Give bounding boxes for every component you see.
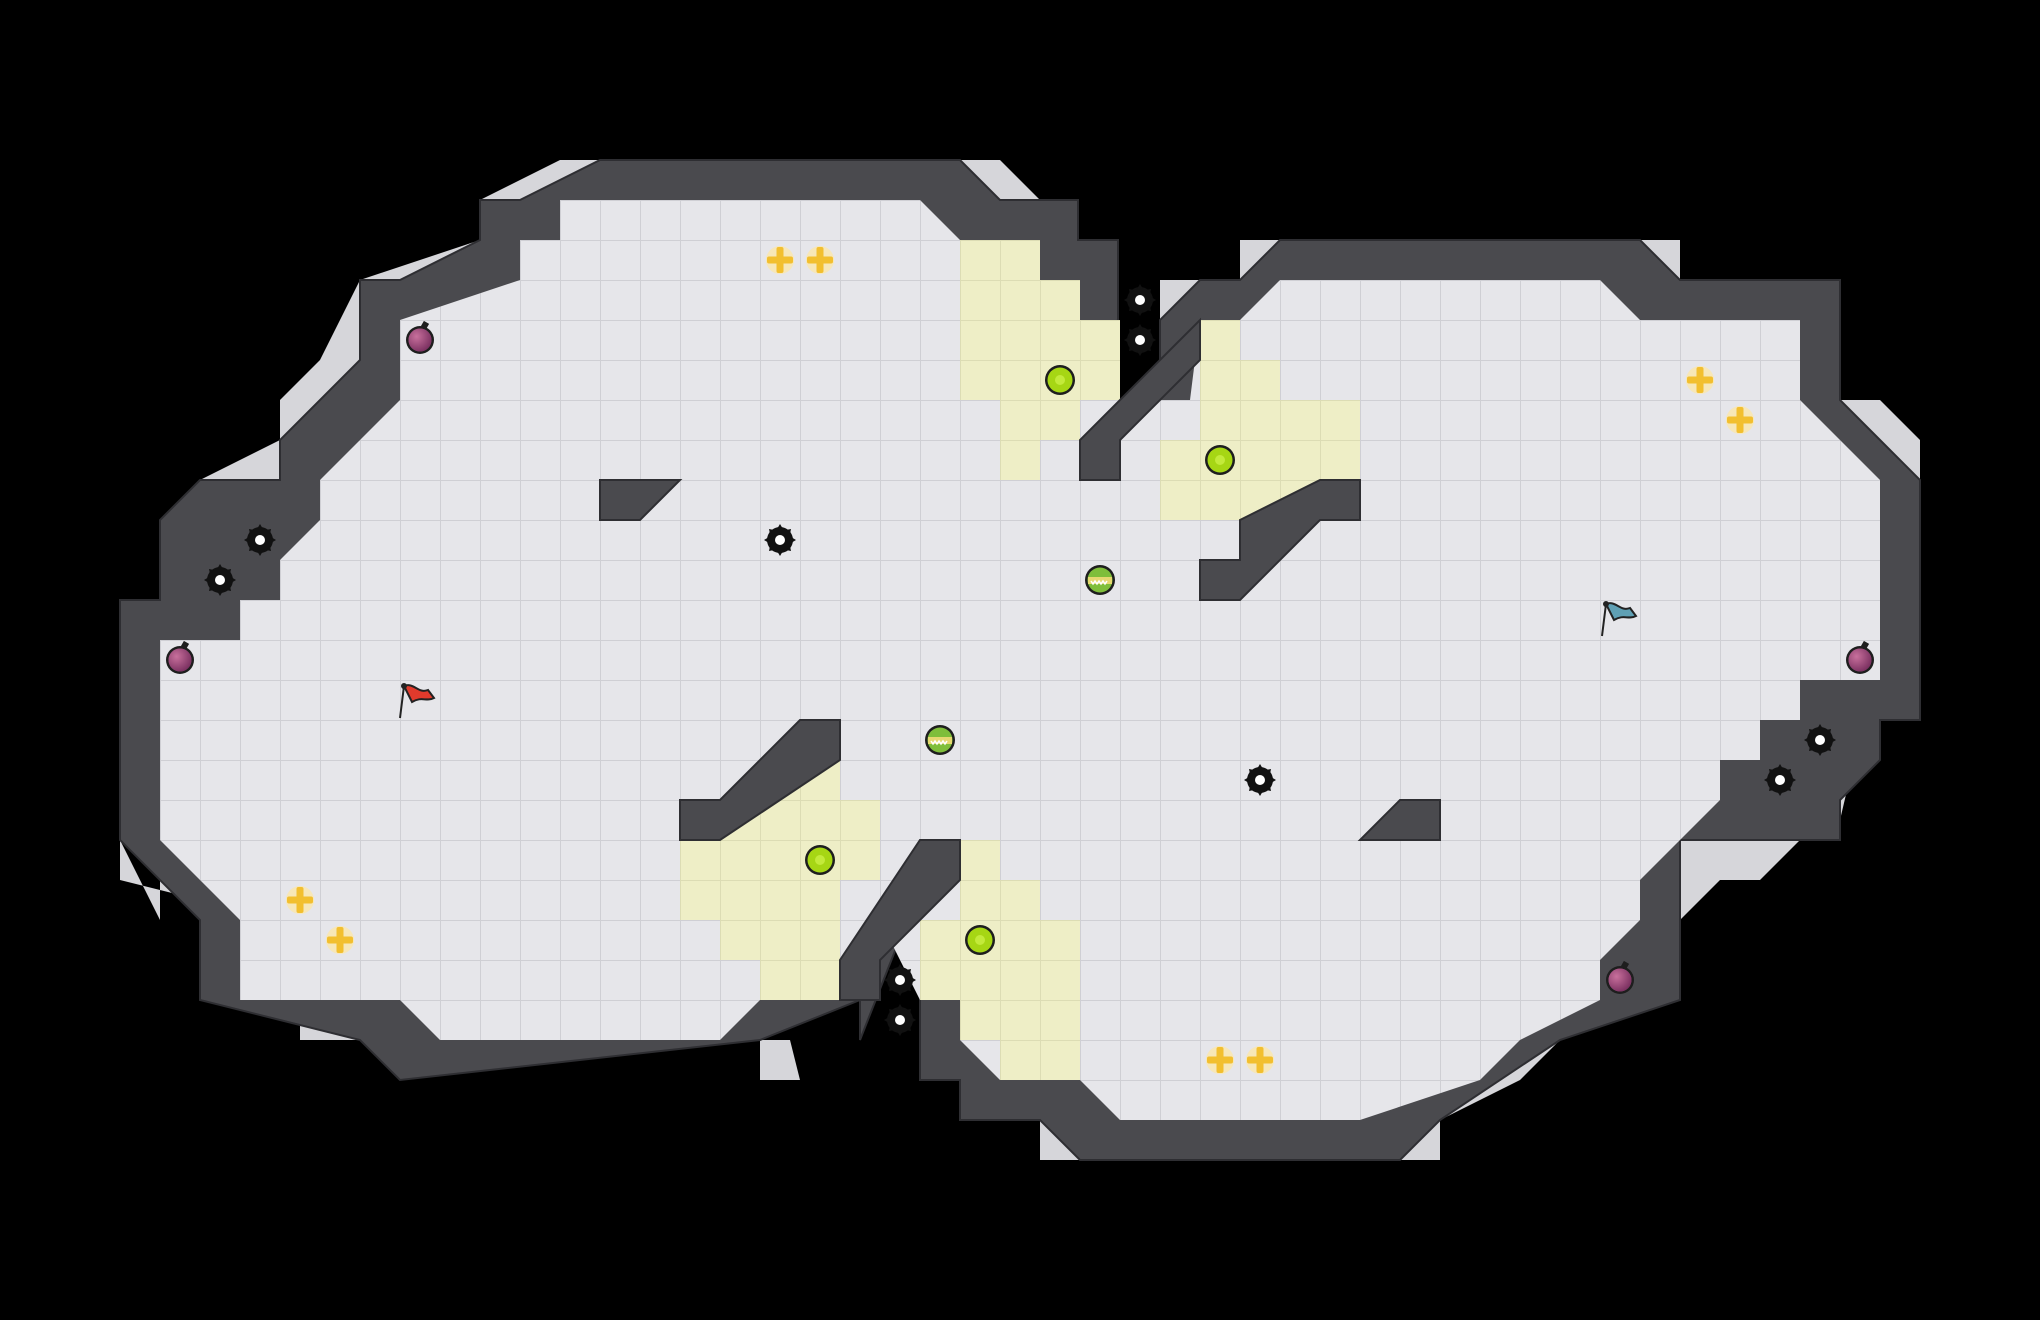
boost-pad-icon [286, 886, 314, 914]
red-flag-icon [399, 683, 436, 719]
spike-icon [884, 1004, 916, 1036]
wall-diag-lower-left [679, 719, 841, 841]
power-up-icon [965, 925, 995, 955]
inner-walls [599, 317, 1441, 1001]
wall-diag-upper [1079, 317, 1201, 481]
power-up-icon [805, 845, 835, 875]
wall-top-nub [599, 479, 683, 521]
wall-diag-lower-mid [839, 839, 961, 1001]
boost-pad-icon [326, 926, 354, 954]
boost-pad-icon [806, 246, 834, 274]
spike-icon [1124, 324, 1156, 356]
boost-pad-icon [766, 246, 794, 274]
team-zones [680, 240, 1360, 1080]
wall-diag-mid [1199, 479, 1361, 601]
team-zone-top-left [960, 240, 1120, 480]
power-up-icon [1205, 445, 1235, 475]
blue-flag-icon [1601, 601, 1638, 637]
boost-pad-icon [1726, 406, 1754, 434]
boost-pad-icon [1246, 1046, 1274, 1074]
gate-ball-icon [924, 724, 956, 756]
spike-icon [1124, 284, 1156, 316]
power-up-icon [1045, 365, 1075, 395]
boost-pad-icon [1206, 1046, 1234, 1074]
wall-nub-right [1357, 799, 1441, 841]
boost-pad-icon [1686, 366, 1714, 394]
team-zone-bottom-right [920, 840, 1080, 1080]
gate-ball-icon [1084, 564, 1116, 596]
